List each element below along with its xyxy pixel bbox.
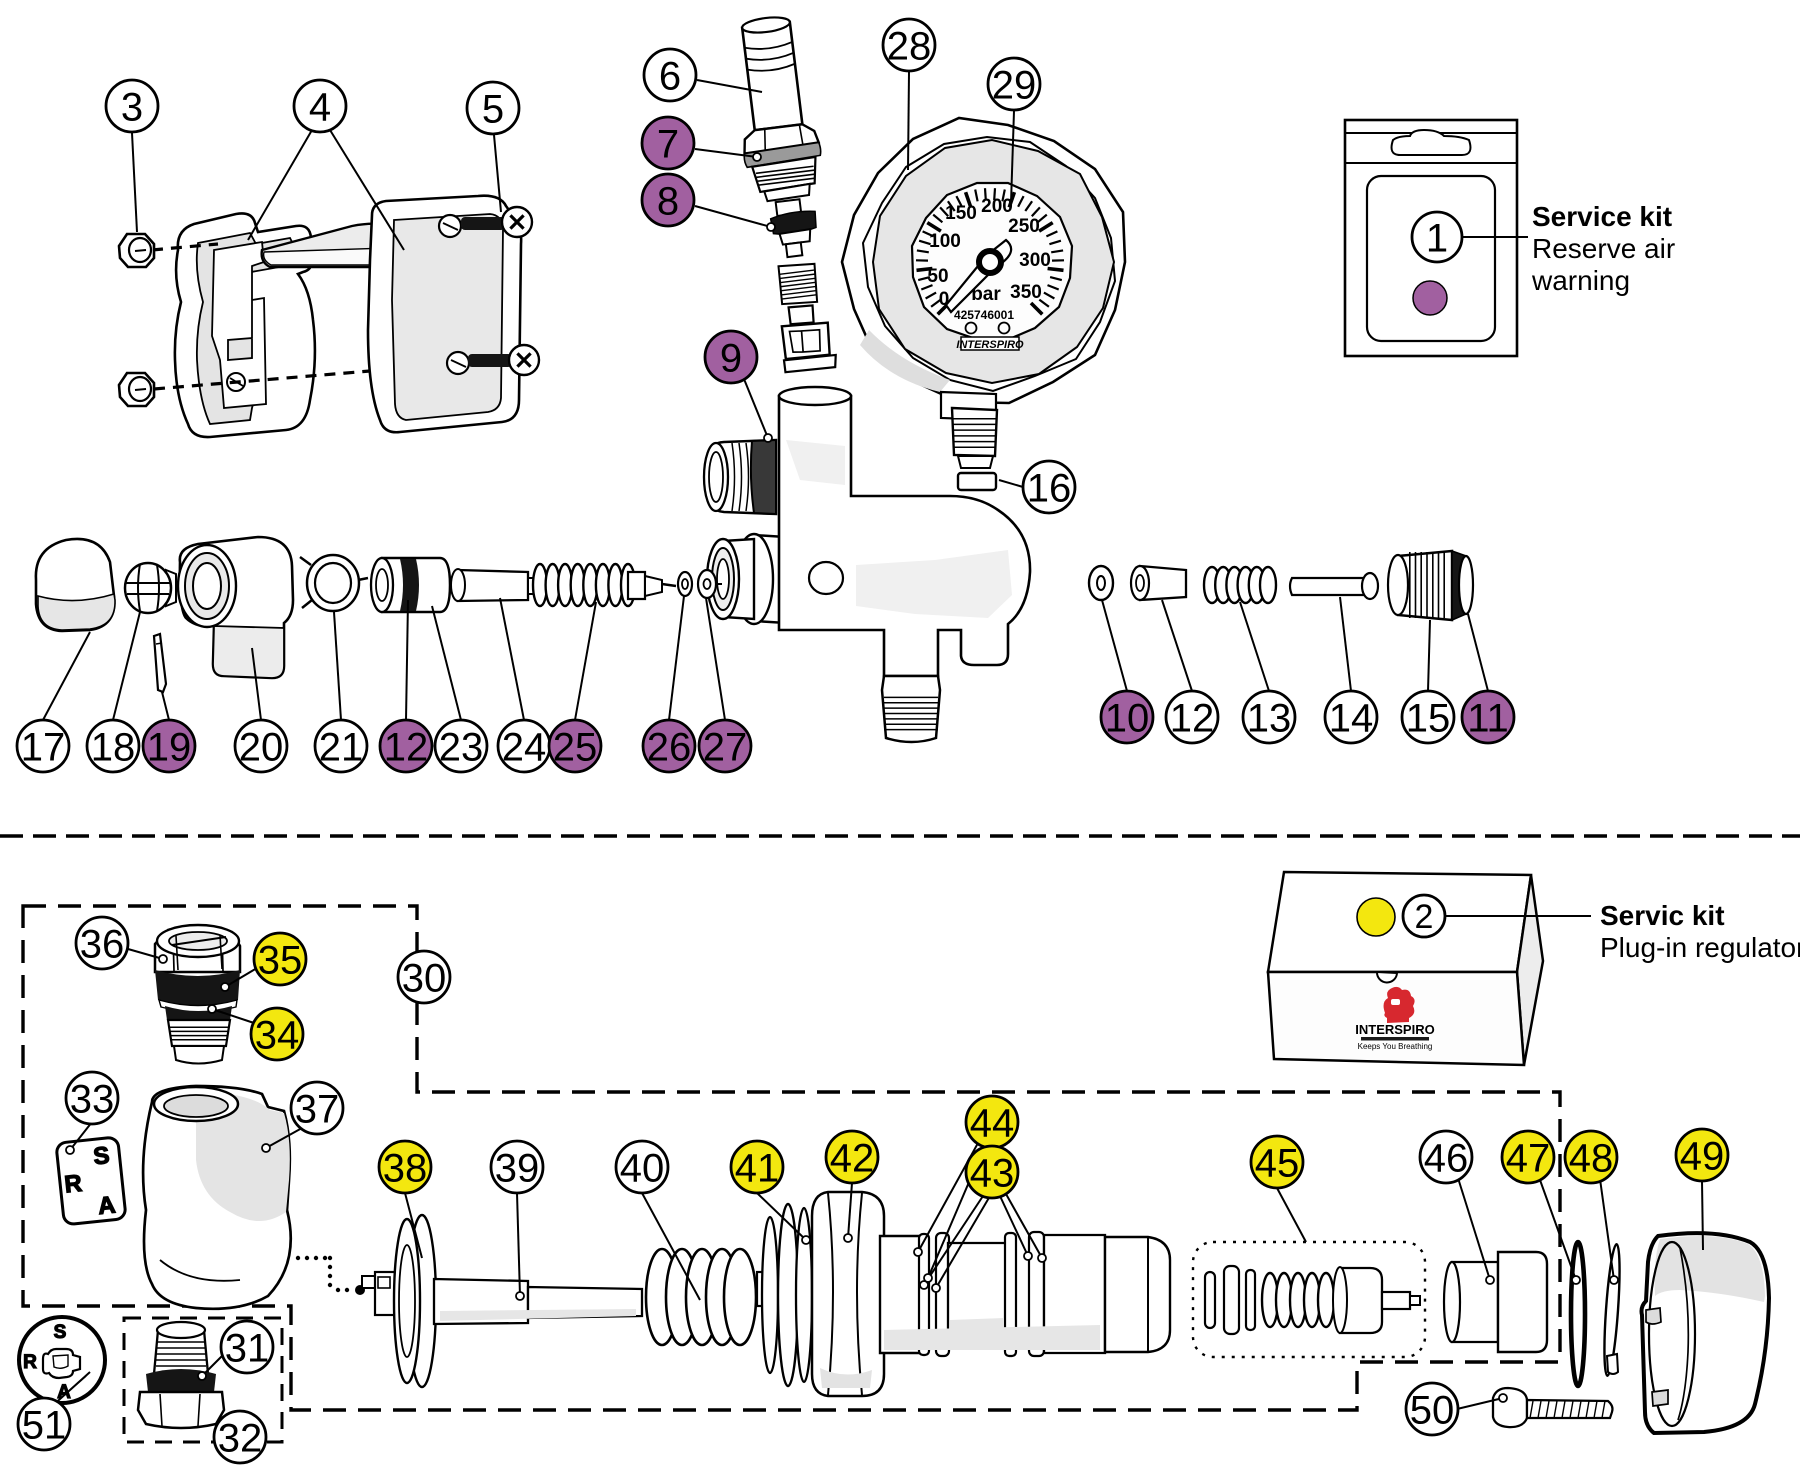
svg-text:5: 5	[482, 87, 504, 131]
svg-text:19: 19	[147, 725, 192, 769]
svg-text:50: 50	[927, 266, 948, 287]
svg-text:350: 350	[1010, 282, 1042, 303]
svg-text:43: 43	[970, 1151, 1015, 1195]
svg-text:20: 20	[239, 725, 284, 769]
svg-text:7: 7	[657, 122, 679, 166]
svg-text:42: 42	[830, 1136, 875, 1180]
svg-text:R: R	[63, 1170, 83, 1199]
svg-text:Keeps You Breathing: Keeps You Breathing	[1358, 1042, 1433, 1051]
svg-text:44: 44	[970, 1101, 1015, 1145]
svg-text:16: 16	[1027, 466, 1072, 510]
svg-text:S: S	[92, 1142, 111, 1171]
svg-text:51: 51	[22, 1403, 67, 1447]
svg-text:29: 29	[992, 63, 1037, 107]
svg-text:38: 38	[383, 1146, 428, 1190]
svg-text:21: 21	[319, 725, 364, 769]
svg-text:15: 15	[1406, 696, 1451, 740]
svg-text:4: 4	[309, 85, 331, 129]
svg-text:47: 47	[1506, 1136, 1551, 1180]
svg-text:14: 14	[1329, 696, 1374, 740]
svg-text:26: 26	[647, 725, 692, 769]
svg-text:36: 36	[80, 922, 125, 966]
svg-text:45: 45	[1255, 1141, 1300, 1185]
svg-text:6: 6	[659, 54, 681, 98]
svg-text:37: 37	[295, 1087, 340, 1131]
svg-text:13: 13	[1247, 696, 1292, 740]
svg-text:10: 10	[1105, 696, 1150, 740]
svg-text:9: 9	[720, 336, 742, 380]
svg-text:3: 3	[121, 85, 143, 129]
svg-text:17: 17	[21, 725, 66, 769]
svg-text:46: 46	[1424, 1136, 1469, 1180]
svg-text:32: 32	[218, 1416, 263, 1460]
svg-text:18: 18	[91, 725, 136, 769]
svg-text:23: 23	[439, 725, 484, 769]
svg-text:31: 31	[225, 1326, 270, 1370]
svg-text:2: 2	[1415, 898, 1434, 936]
svg-text:12: 12	[1170, 696, 1215, 740]
svg-text:100: 100	[929, 231, 961, 252]
svg-text:49: 49	[1680, 1134, 1725, 1178]
svg-text:25: 25	[553, 725, 598, 769]
svg-text:1: 1	[1426, 216, 1448, 260]
svg-text:bar: bar	[971, 284, 1001, 305]
svg-text:Plug-in regulator: Plug-in regulator	[1600, 932, 1800, 963]
svg-text:425746001: 425746001	[954, 308, 1014, 322]
svg-text:Service kit: Service kit	[1532, 201, 1672, 232]
svg-text:200: 200	[981, 196, 1013, 217]
svg-text:12: 12	[384, 725, 429, 769]
svg-text:S: S	[54, 1322, 67, 1343]
svg-text:39: 39	[495, 1146, 540, 1190]
svg-text:8: 8	[657, 179, 679, 223]
svg-text:28: 28	[887, 24, 932, 68]
svg-text:INTERSPIRO: INTERSPIRO	[1355, 1022, 1434, 1037]
svg-text:0: 0	[939, 289, 950, 310]
svg-text:300: 300	[1019, 250, 1051, 271]
svg-text:Reserve air: Reserve air	[1532, 233, 1675, 264]
svg-text:150: 150	[945, 203, 977, 224]
svg-text:27: 27	[703, 725, 748, 769]
svg-text:34: 34	[255, 1013, 300, 1057]
svg-text:24: 24	[502, 725, 547, 769]
svg-text:41: 41	[735, 1146, 780, 1190]
svg-text:30: 30	[402, 956, 447, 1000]
svg-text:33: 33	[70, 1077, 115, 1121]
svg-text:11: 11	[1467, 696, 1509, 740]
svg-text:50: 50	[1410, 1388, 1455, 1432]
svg-text:R: R	[23, 1352, 37, 1373]
svg-text:48: 48	[1569, 1136, 1614, 1180]
svg-text:35: 35	[258, 938, 303, 982]
svg-text:40: 40	[620, 1146, 665, 1190]
svg-text:warning: warning	[1531, 265, 1630, 296]
svg-text:Servic kit: Servic kit	[1600, 900, 1725, 931]
svg-text:250: 250	[1008, 216, 1040, 237]
svg-text:INTERSPIRO: INTERSPIRO	[956, 339, 1024, 351]
svg-text:A: A	[97, 1192, 117, 1221]
